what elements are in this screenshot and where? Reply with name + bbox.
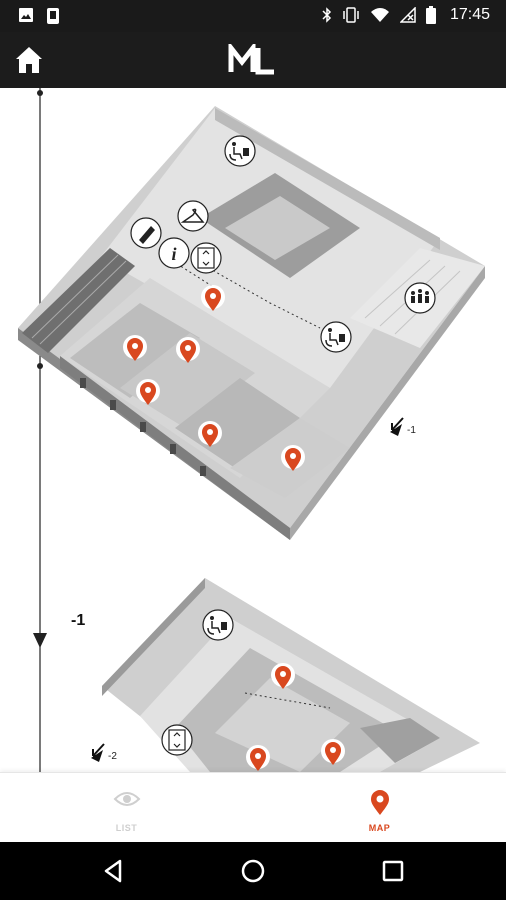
accessible-toilet-icon-floor-minus1 xyxy=(202,609,234,641)
map-pin-icon xyxy=(371,790,389,815)
status-right-icons: 17:45 xyxy=(322,6,490,24)
bottom-navigation: LIST MAP xyxy=(0,772,506,842)
status-left-icons xyxy=(18,7,60,25)
map-pin-icon[interactable] xyxy=(320,738,346,768)
app-logo xyxy=(228,40,278,76)
tab-list[interactable]: LIST xyxy=(0,773,253,843)
home-circle-icon xyxy=(241,859,265,883)
map-pin-icon[interactable] xyxy=(200,284,226,314)
stair-arrow-icon-2 xyxy=(91,743,105,762)
timeline-marker-top xyxy=(37,90,43,96)
recents-button[interactable] xyxy=(378,856,408,886)
recents-icon xyxy=(382,860,404,882)
system-navigation-bar xyxy=(0,842,506,900)
vibrate-icon xyxy=(343,7,359,23)
map-pin-icon[interactable] xyxy=(280,444,306,474)
accessible-toilet-icon-2 xyxy=(320,321,352,353)
map-pin-icon[interactable] xyxy=(197,420,223,450)
accessible-toilet-icon xyxy=(224,135,256,167)
timeline-marker-mid xyxy=(37,363,43,369)
floor-minus1-building xyxy=(102,578,480,772)
map-pin-icon[interactable] xyxy=(270,662,296,692)
stair-label: -1 xyxy=(407,425,416,436)
map-pin-icon[interactable] xyxy=(175,336,201,366)
timeline-arrow xyxy=(33,633,47,648)
elevator-icon-floor-minus1 xyxy=(161,724,193,756)
auditorium-icon xyxy=(404,282,436,314)
map-pin-icon[interactable] xyxy=(245,744,271,772)
stair-arrow-icon xyxy=(390,417,404,436)
wifi-icon xyxy=(370,8,389,22)
back-button[interactable] xyxy=(98,856,128,886)
map-pin-icon[interactable] xyxy=(122,334,148,364)
home-system-button[interactable] xyxy=(238,856,268,886)
floor-0-building xyxy=(18,106,485,540)
floor-map[interactable]: i xyxy=(0,88,506,772)
back-icon xyxy=(104,859,122,883)
hanger-icon xyxy=(177,200,209,232)
tab-map-label: MAP xyxy=(368,823,391,833)
home-button[interactable] xyxy=(12,44,46,76)
map-pin-icon[interactable] xyxy=(135,378,161,408)
svg-text:i: i xyxy=(171,244,176,264)
floor-plan-drawing: i xyxy=(18,88,485,772)
stair-label: -2 xyxy=(108,751,117,762)
bluetooth-icon xyxy=(322,7,332,23)
home-icon xyxy=(16,47,42,73)
elevator-icon xyxy=(190,242,222,274)
no-signal-icon xyxy=(399,7,416,23)
ticket-icon xyxy=(130,217,162,249)
status-bar: 17:45 xyxy=(0,0,506,32)
floor-label: -1 xyxy=(71,612,86,629)
app-bar xyxy=(0,32,506,88)
eye-icon xyxy=(113,792,141,806)
battery-icon xyxy=(425,6,436,24)
info-icon: i xyxy=(158,237,190,269)
phone-vibrate-icon xyxy=(47,8,59,24)
status-time: 17:45 xyxy=(449,6,490,23)
image-icon xyxy=(19,8,33,22)
tab-map[interactable]: MAP xyxy=(253,773,506,843)
tab-list-label: LIST xyxy=(115,823,138,833)
